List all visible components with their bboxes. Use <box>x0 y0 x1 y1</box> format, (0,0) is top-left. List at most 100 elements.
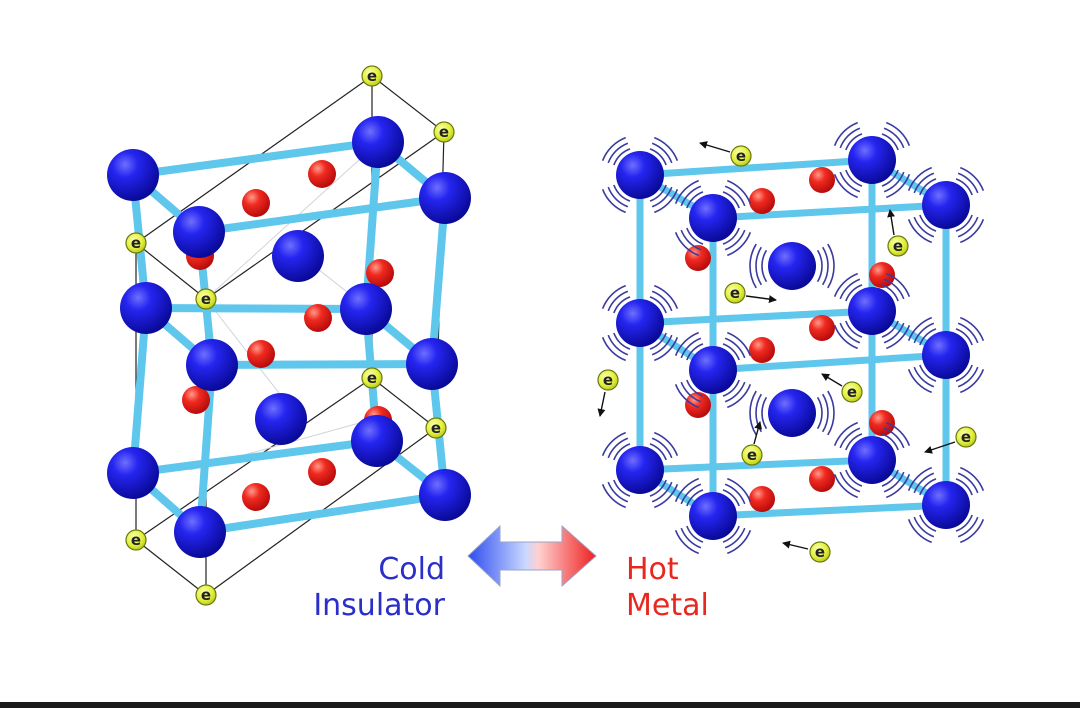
vibration-icon <box>674 331 752 409</box>
bond <box>196 361 216 536</box>
bond <box>709 501 950 520</box>
electron-icon: e <box>195 288 217 310</box>
bottom-bar <box>0 702 1080 708</box>
bond <box>362 138 382 313</box>
vibration-icon <box>674 477 752 555</box>
cold-label-line2: Insulator <box>313 588 445 623</box>
metal-atom <box>173 206 225 258</box>
metal-atom <box>255 393 307 445</box>
bond <box>636 456 876 474</box>
electron-icon: e <box>433 121 455 143</box>
vibration-icon <box>907 166 985 244</box>
transition-arrow-icon <box>467 524 597 588</box>
bond <box>208 360 436 369</box>
vibration-icon <box>907 466 985 544</box>
electron-icon: e <box>125 232 147 254</box>
metal-atom <box>186 339 238 391</box>
electron-icon: e <box>195 584 217 606</box>
electron-icon: e <box>887 235 909 257</box>
electron-label: e <box>431 419 441 437</box>
bond <box>636 156 876 179</box>
motion-arrow-icon <box>699 141 731 153</box>
cell-edge <box>371 377 437 429</box>
oxygen-atom <box>809 466 835 492</box>
bond <box>709 351 950 374</box>
metal-atom <box>689 492 737 540</box>
vibration-icon <box>907 316 985 394</box>
electron-label: e <box>603 371 613 389</box>
electron-label: e <box>201 290 211 308</box>
vibration-icon <box>749 390 835 436</box>
electron-icon: e <box>361 65 383 87</box>
metal-atom <box>616 151 664 199</box>
hot-label-line2: Metal <box>626 588 709 623</box>
electron-icon: e <box>724 282 746 304</box>
electron-label: e <box>893 237 903 255</box>
motion-arrow-icon <box>753 421 763 445</box>
metal-atom <box>768 242 816 290</box>
electron-label: e <box>439 123 449 141</box>
oxygen-atom <box>242 483 270 511</box>
hot-metal-label: Hot Metal <box>626 552 776 624</box>
electron-label: e <box>815 543 825 561</box>
bond <box>428 194 449 368</box>
vibration-icon <box>601 136 679 214</box>
oxygen-atom <box>242 189 270 217</box>
oxygen-atom <box>749 486 775 512</box>
oxygen-atom <box>366 259 394 287</box>
electron-icon: e <box>741 444 763 466</box>
oxygen-atom <box>308 160 336 188</box>
bond <box>129 304 150 477</box>
vibration-icon <box>674 179 752 257</box>
bond <box>196 491 449 536</box>
motion-arrow-icon <box>745 295 777 304</box>
vibration-icon <box>833 421 911 499</box>
vibration-icon <box>749 243 835 289</box>
electron-label: e <box>961 428 971 446</box>
cell-edge <box>371 75 445 133</box>
bond <box>709 201 950 222</box>
electron-icon: e <box>425 417 447 439</box>
metal-atom <box>120 282 172 334</box>
metal-atom <box>768 389 816 437</box>
cell-edge <box>135 539 207 596</box>
electron-label: e <box>367 67 377 85</box>
metal-atom <box>848 287 896 335</box>
oxygen-atom <box>749 188 775 214</box>
metal-atom <box>616 446 664 494</box>
bond <box>636 307 876 327</box>
metal-atom <box>351 415 403 467</box>
hot-label-line1: Hot <box>626 552 679 587</box>
oxygen-atom <box>749 337 775 363</box>
electron-label: e <box>730 284 740 302</box>
electron-icon: e <box>955 426 977 448</box>
oxygen-atom <box>247 340 275 368</box>
metal-atom <box>922 181 970 229</box>
hot-metal-lattice: e e e e e e e e <box>597 121 985 563</box>
oxygen-atom <box>304 304 332 332</box>
electron-icon: e <box>125 529 147 551</box>
electron-icon: e <box>730 145 752 167</box>
metal-atom <box>352 116 404 168</box>
bond <box>195 194 449 236</box>
metal-atom <box>107 447 159 499</box>
metal-atom <box>848 436 896 484</box>
electron-label: e <box>367 369 377 387</box>
cold-label-line1: Cold <box>378 552 445 587</box>
cell-edge <box>135 242 207 300</box>
metal-atom <box>340 283 392 335</box>
cold-insulator-label: Cold Insulator <box>300 552 445 624</box>
electron-label: e <box>201 586 211 604</box>
electron-icon: e <box>597 369 619 391</box>
motion-arrow-icon <box>782 540 809 550</box>
electron-label: e <box>131 234 141 252</box>
electron-icon: e <box>809 541 831 563</box>
bond <box>129 138 382 179</box>
metal-atom <box>174 506 226 558</box>
bond <box>142 304 370 313</box>
oxygen-atom <box>809 167 835 193</box>
vibration-icon <box>601 284 679 362</box>
metal-atom <box>419 172 471 224</box>
electron-label: e <box>847 383 857 401</box>
